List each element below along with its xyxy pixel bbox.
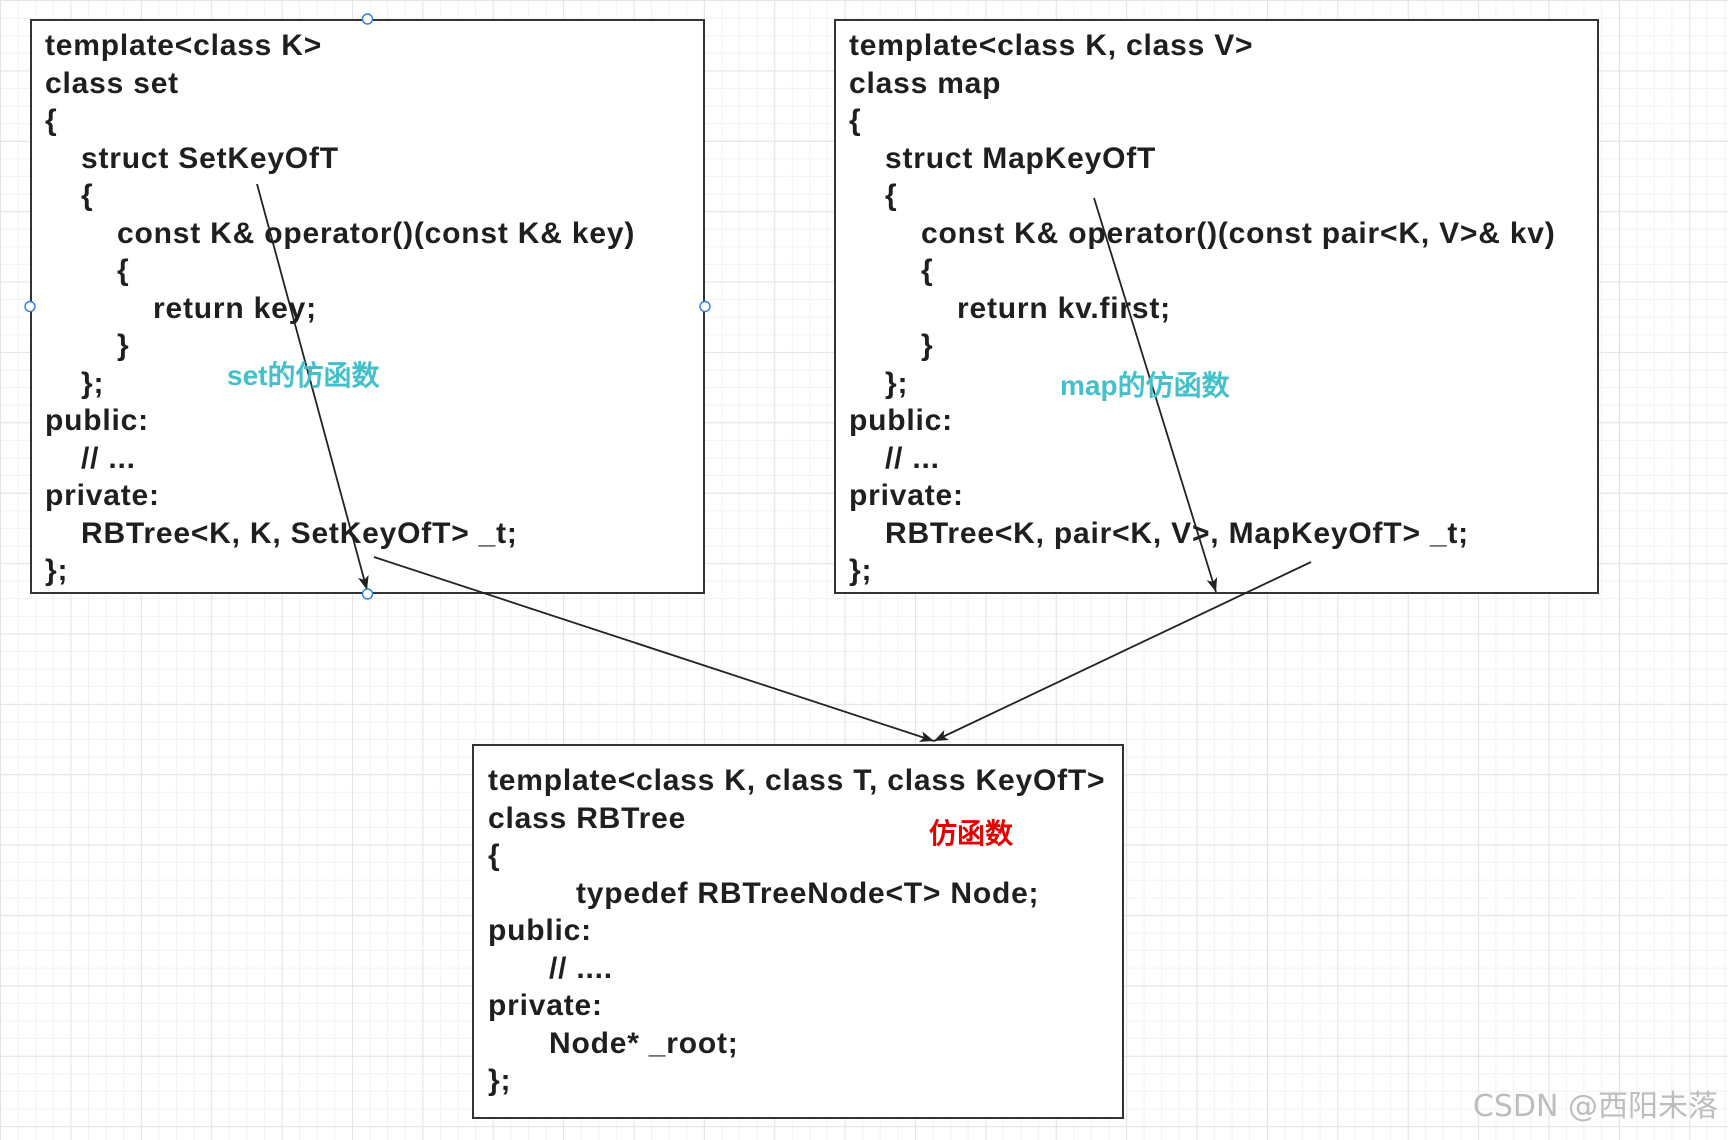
code-line: typedef RBTreeNode<T> Node; (576, 876, 1040, 910)
code-line: }; (885, 366, 909, 400)
selection-handle-right[interactable] (699, 300, 711, 313)
code-line: { (488, 839, 501, 872)
selection-handle-bottom[interactable] (361, 588, 374, 600)
code-line: { (849, 104, 862, 137)
code-line: const K& operator()(const pair<K, V>& kv… (921, 216, 1556, 250)
functor-label[interactable]: 仿函数 (929, 818, 1014, 849)
code-line: template<class K, class V> (849, 29, 1254, 62)
selection-handle-top[interactable] (361, 13, 374, 25)
code-line: return key; (153, 291, 317, 325)
selection-handle-left[interactable] (24, 300, 36, 313)
code-line: const K& operator()(const K& key) (117, 216, 636, 250)
code-line: // ... (81, 441, 136, 475)
code-line: RBTree<K, K, SetKeyOfT> _t; (81, 516, 518, 550)
code-line: class set (45, 66, 179, 100)
code-line: }; (488, 1064, 512, 1097)
code-line: // ... (885, 441, 940, 475)
code-line: template<class K, class T, class KeyOfT> (488, 764, 1106, 797)
watermark: CSDN @西阳未落 (1472, 1089, 1718, 1124)
set-functor-label[interactable]: set的仿函数 (227, 360, 380, 391)
code-line: { (921, 254, 934, 287)
code-line: struct SetKeyOfT (81, 141, 339, 175)
code-line: }; (81, 366, 105, 400)
code-line: public: (45, 404, 149, 437)
code-line: public: (849, 404, 953, 437)
code-line: }; (849, 554, 873, 587)
code-line: RBTree<K, pair<K, V>, MapKeyOfT> _t; (885, 516, 1469, 550)
code-line: return kv.first; (957, 291, 1171, 325)
code-line: struct MapKeyOfT (885, 141, 1157, 175)
map-functor-label[interactable]: map的仿函数 (1060, 370, 1230, 401)
code-line: private: (488, 989, 603, 1022)
set-class-box[interactable]: template<class K> class set { struct Set… (30, 19, 705, 594)
code-line: { (885, 179, 898, 212)
code-line: public: (488, 914, 592, 947)
rbtree-class-box[interactable]: template<class K, class T, class KeyOfT>… (472, 744, 1124, 1119)
code-line: } (921, 329, 934, 362)
code-line: private: (45, 479, 160, 512)
code-line: { (45, 104, 58, 137)
code-line: // .... (549, 951, 613, 985)
code-line: class map (849, 66, 1002, 100)
set-to-rbtree-arrow[interactable] (373, 556, 935, 742)
code-line: { (81, 179, 94, 212)
code-line: private: (849, 479, 964, 512)
code-line: }; (45, 554, 69, 587)
map-functor-arrow[interactable] (1093, 197, 1218, 593)
code-line: template<class K> (45, 29, 323, 62)
map-class-box[interactable]: template<class K, class V> class map { s… (834, 19, 1599, 594)
map-to-rbtree-arrow[interactable] (933, 561, 1312, 742)
code-line: } (117, 329, 130, 362)
code-line: class RBTree (488, 801, 687, 835)
code-line: Node* _root; (549, 1026, 739, 1060)
set-functor-arrow[interactable] (256, 183, 369, 591)
code-line: { (117, 254, 130, 287)
